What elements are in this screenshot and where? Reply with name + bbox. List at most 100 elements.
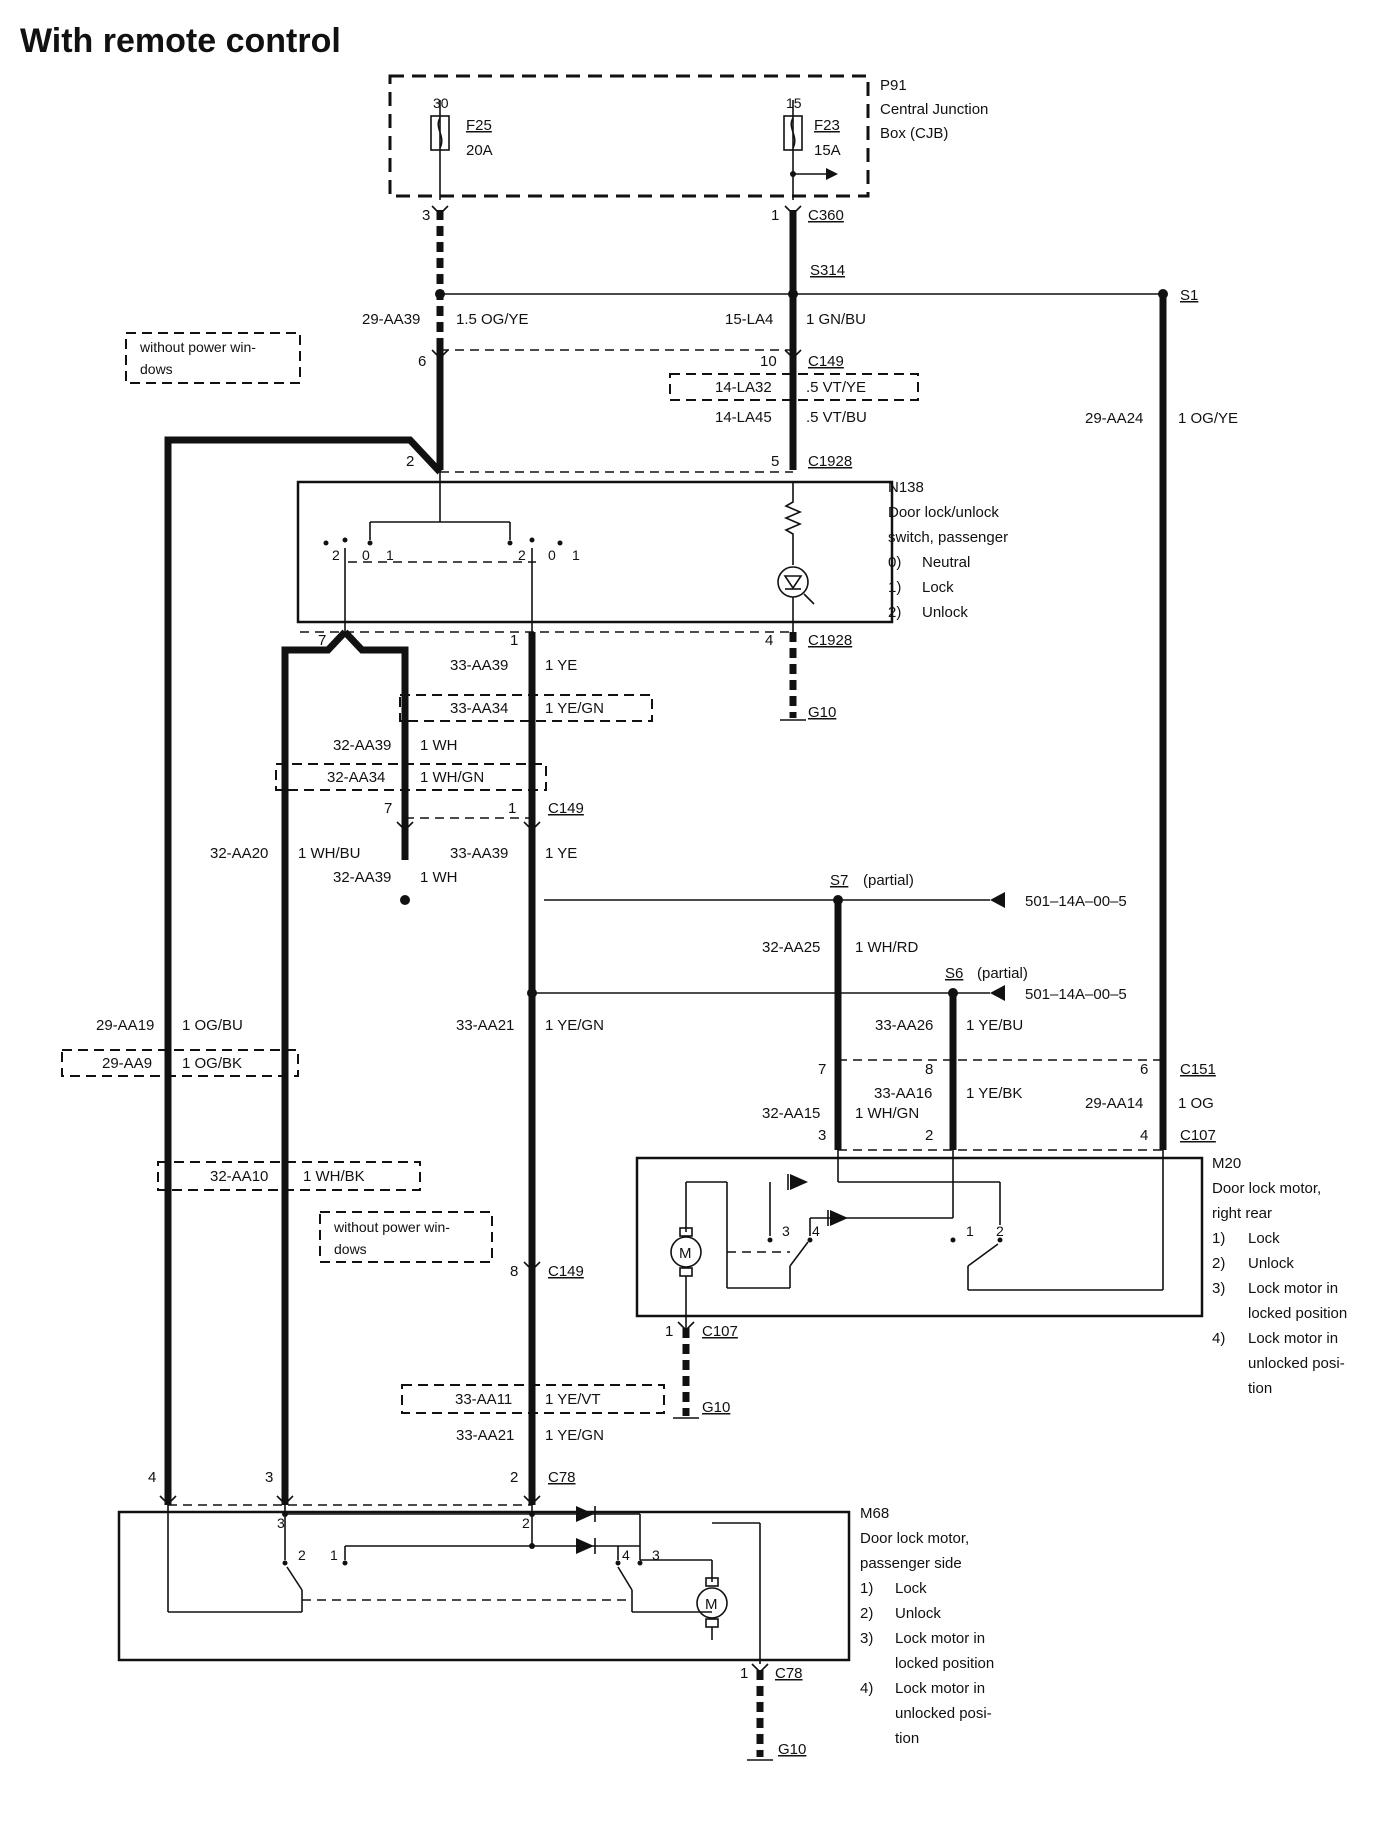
g10-label-2: G10 [702, 1399, 730, 1416]
wire-33aa26-id: 33-AA26 [875, 1017, 933, 1034]
m20-t2: Unlock [1248, 1255, 1294, 1272]
fuse-f23-rating: 15A [814, 142, 841, 159]
n138-t1: Lock [922, 579, 954, 596]
fuse-f25-id: F25 [466, 117, 492, 134]
wire-29aa14-id: 29-AA14 [1085, 1095, 1143, 1112]
m20-t3a: Lock motor in [1248, 1280, 1338, 1297]
m68-pos-4: 4 [622, 1547, 630, 1563]
m68-t4c: tion [895, 1730, 919, 1747]
wire-15la4-spec: 1 GN/BU [806, 311, 866, 328]
fuse-f25-icon [430, 115, 450, 151]
m20-t4b: unlocked posi- [1248, 1355, 1345, 1372]
wire-32aa15-spec: 1 WH/GN [855, 1105, 919, 1122]
c151-pin-8: 8 [925, 1061, 933, 1078]
m20-t4c: tion [1248, 1380, 1272, 1397]
note-npw-1a: without power win- [139, 339, 256, 355]
diode-icon [790, 1174, 808, 1190]
wire-29aa39-spec: 1.5 OG/YE [456, 311, 529, 328]
wire-32aa34-id: 32-AA34 [327, 769, 385, 786]
c1928-bottom-label: C1928 [808, 632, 852, 649]
wire-32aa25-spec: 1 WH/RD [855, 939, 919, 956]
m68-line2: passenger side [860, 1555, 962, 1572]
diagram-title: With remote control [20, 22, 341, 60]
door-lock-switch-passenger: N138 Door lock/unlock switch, passenger … [296, 472, 1008, 632]
wire-33aa39-id-a: 33-AA39 [450, 657, 508, 674]
wire-32aa34-spec: 1 WH/GN [420, 769, 484, 786]
m20-id: M20 [1212, 1155, 1241, 1172]
p91-id: P91 [880, 77, 907, 94]
m20-i1: 1) [1212, 1230, 1225, 1247]
wire-14la45-id: 14-LA45 [715, 409, 772, 426]
wire-33aa21-spec-b: 1 YE/GN [545, 1427, 604, 1444]
m68-line1: Door lock motor, [860, 1530, 969, 1547]
n138-t0: Neutral [922, 554, 970, 571]
m68-t2: Unlock [895, 1605, 941, 1622]
c1928-pin-7: 7 [318, 632, 326, 649]
wire-29aa39-id: 29-AA39 [362, 311, 420, 328]
m68-i3: 3) [860, 1630, 873, 1647]
c360-label: C360 [808, 207, 844, 224]
wire-29aa14-spec: 1 OG [1178, 1095, 1214, 1112]
c149-pin-10: 10 [760, 353, 777, 370]
door-lock-motor-passenger-side: M68 Door lock motor, passenger side 1) L… [117, 1505, 994, 1747]
c1928-pin-2: 2 [406, 453, 414, 470]
n138-i1: 1) [888, 579, 901, 596]
wire-33aa34-id: 33-AA34 [450, 700, 508, 717]
m68-t4b: unlocked posi- [895, 1705, 992, 1722]
fuse-f25-rating: 20A [466, 142, 493, 159]
wire-14la32-id: 14-LA32 [715, 379, 772, 396]
wire-32aa25-id: 32-AA25 [762, 939, 820, 956]
s7-label: S7 [830, 872, 848, 889]
m20-i4: 4) [1212, 1330, 1225, 1347]
c107-pin-1: 1 [665, 1323, 673, 1340]
n138-i2: 2) [888, 604, 901, 621]
c78-pin-3: 3 [265, 1469, 273, 1486]
m68-i2: 2) [860, 1605, 873, 1622]
m68-t4a: Lock motor in [895, 1680, 985, 1697]
c149-low-pin-8: 8 [510, 1263, 518, 1280]
note-npw-2b: dows [334, 1241, 367, 1257]
c78-bottom-label: C78 [775, 1665, 803, 1682]
n138-pos-0b: 0 [548, 547, 556, 563]
diode-icon [576, 1538, 594, 1554]
c78-pin-4: 4 [148, 1469, 156, 1486]
c149-mid-label: C149 [548, 800, 584, 817]
wire-15la4-id: 15-LA4 [725, 311, 773, 328]
wire-33aa16-spec: 1 YE/BK [966, 1085, 1022, 1102]
arrow-right-icon [826, 168, 838, 180]
s6-ref: 501–14A–00–5 [1025, 986, 1127, 1003]
wire-29aa9-spec: 1 OG/BK [182, 1055, 242, 1072]
s1-label: S1 [1180, 287, 1198, 304]
p91-line1: Central Junction [880, 101, 988, 118]
wire-29aa9-id: 29-AA9 [102, 1055, 152, 1072]
g10-label-3: G10 [778, 1741, 806, 1758]
c107-bottom-label: C107 [702, 1323, 738, 1340]
resistor-icon [783, 482, 803, 565]
c107-pin-2: 2 [925, 1127, 933, 1144]
door-lock-motor-right-rear: M20 Door lock motor, right rear 1) Lock … [635, 1150, 1347, 1397]
wire-33aa11-id: 33-AA11 [455, 1391, 512, 1408]
wire-33aa16-id: 33-AA16 [874, 1085, 932, 1102]
s6-partial: (partial) [977, 965, 1028, 982]
fuse-f23-pin: 15 [786, 95, 802, 111]
m68-pos-1: 1 [330, 1547, 338, 1563]
m20-pos-1: 1 [966, 1223, 974, 1239]
wire-33aa34-spec: 1 YE/GN [545, 700, 604, 717]
motor-icon [696, 1587, 728, 1619]
wire-32aa39-id-b: 32-AA39 [333, 869, 391, 886]
m68-id: M68 [860, 1505, 889, 1522]
m68-t3a: Lock motor in [895, 1630, 985, 1647]
s314-label: S314 [810, 262, 845, 279]
c149-mid-pin-1: 1 [508, 800, 516, 817]
m68-t3b: locked position [895, 1655, 994, 1672]
wire-32aa39-spec-b: 1 WH [420, 869, 458, 886]
c107-top-label: C107 [1180, 1127, 1216, 1144]
n138-pos-2a: 2 [332, 547, 340, 563]
n138-pos-2b: 2 [518, 547, 526, 563]
wire-33aa11-spec: 1 YE/VT [545, 1391, 601, 1408]
c151-label: C151 [1180, 1061, 1216, 1078]
n138-line1: Door lock/unlock [888, 504, 999, 521]
p91-line2: Box (CJB) [880, 125, 948, 142]
wire-33aa39-spec-b: 1 YE [545, 845, 577, 862]
